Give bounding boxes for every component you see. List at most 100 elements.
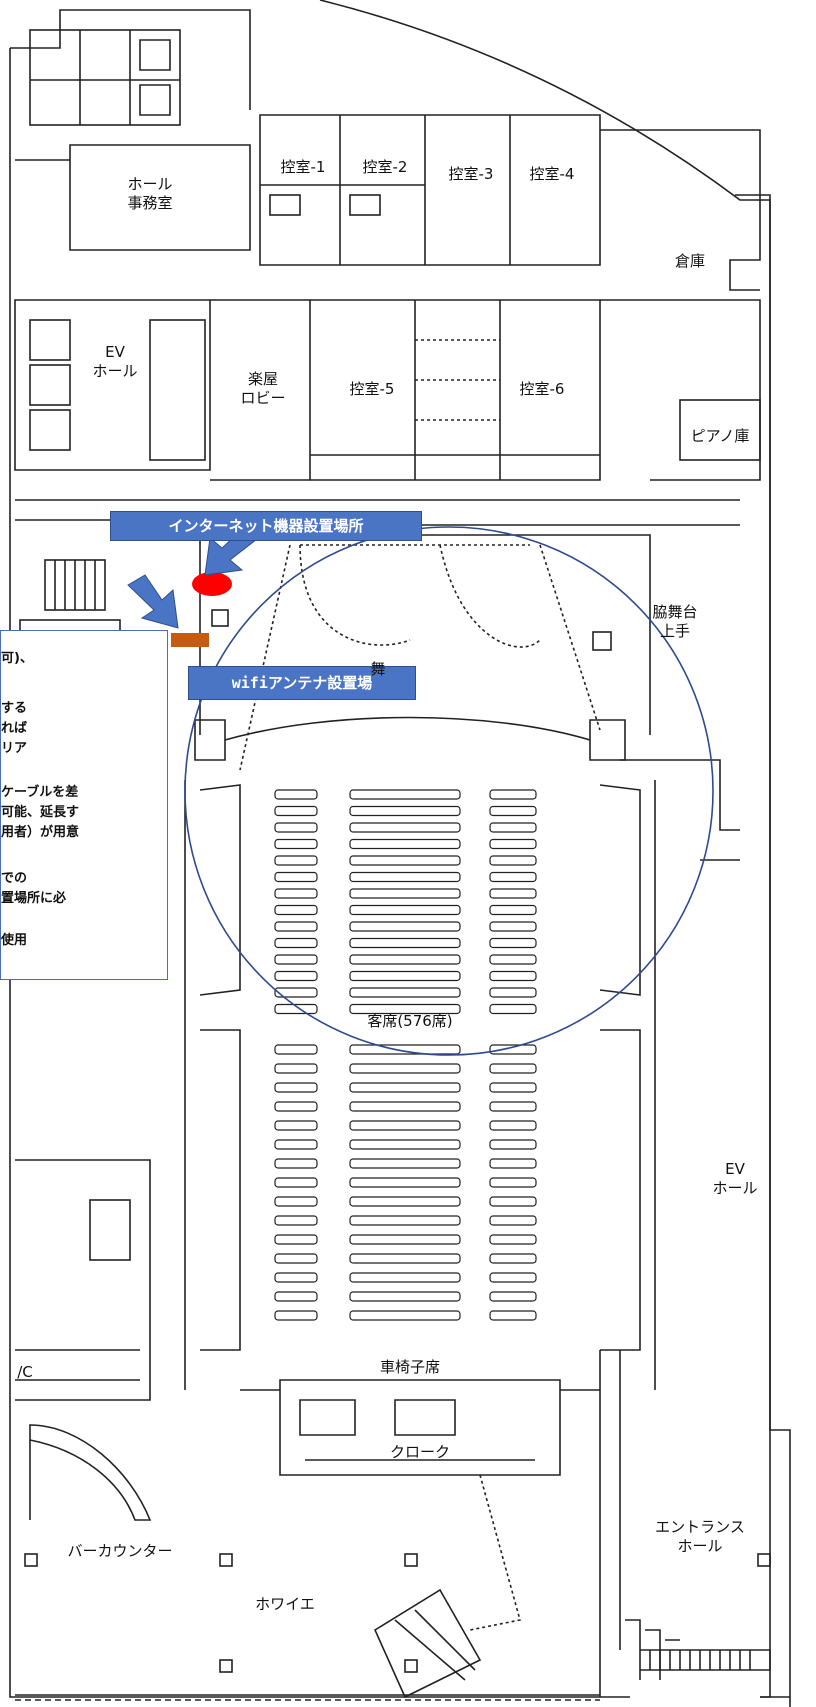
room-ev-hall-left: EV ホール xyxy=(92,343,138,380)
room-wc: /C xyxy=(17,1363,33,1381)
callout-line: 用者）が用意 xyxy=(1,825,80,840)
room-piano-storage: ピアノ庫 xyxy=(690,427,750,445)
seat-row xyxy=(274,1082,318,1093)
seat-row xyxy=(349,1177,461,1188)
seat-row xyxy=(489,1234,537,1245)
seat-row xyxy=(349,954,461,965)
room-hikae-2: 控室-2 xyxy=(362,158,408,176)
seat-row xyxy=(274,789,318,800)
room-wheelchair-seats: 車椅子席 xyxy=(379,1358,440,1376)
wifi-coverage-circle xyxy=(184,526,714,1056)
seat-row xyxy=(489,921,537,932)
internet-device-location-label: インターネット機器設置場所 xyxy=(110,511,422,541)
seat-row xyxy=(274,805,318,817)
seat-row xyxy=(349,904,461,916)
seat-row xyxy=(274,1003,318,1015)
seat-row xyxy=(489,1044,537,1055)
seat-row xyxy=(274,1177,318,1188)
seat-row xyxy=(274,888,318,899)
internet-device-marker xyxy=(192,572,232,596)
seat-row xyxy=(274,987,318,998)
seat-row xyxy=(349,1310,461,1321)
seat-row xyxy=(349,822,461,833)
seat-row xyxy=(274,822,318,833)
room-hikae-5: 控室-5 xyxy=(349,380,395,398)
seat-row xyxy=(274,1158,318,1169)
seat-row xyxy=(274,1196,318,1207)
seat-row xyxy=(349,888,461,899)
seat-row xyxy=(489,904,537,916)
room-gakuya-lobby: 楽屋 ロビー xyxy=(240,370,286,407)
room-cloak: クローク xyxy=(389,1443,450,1461)
seat-row xyxy=(489,1253,537,1264)
seat-row xyxy=(349,921,461,932)
seat-row xyxy=(489,1063,537,1074)
seat-row xyxy=(274,954,318,965)
seat-row xyxy=(349,838,461,850)
seat-row xyxy=(489,1177,537,1188)
seat-row xyxy=(489,1310,537,1321)
seat-row xyxy=(274,1215,318,1226)
seat-row xyxy=(349,1291,461,1302)
room-storage: 倉庫 xyxy=(674,252,705,270)
callout-line: 可能、延長す xyxy=(1,805,80,820)
callout-line: 使用 xyxy=(1,933,28,948)
seat-row xyxy=(349,987,461,998)
seat-row xyxy=(349,1139,461,1150)
seat-row xyxy=(274,1253,318,1264)
seat-row xyxy=(489,888,537,899)
seat-row xyxy=(489,1215,537,1226)
seat-row xyxy=(274,970,318,982)
seat-row xyxy=(349,1120,461,1131)
seat-row xyxy=(349,1063,461,1074)
seat-row xyxy=(274,1291,318,1302)
seat-row xyxy=(489,1291,537,1302)
seat-row xyxy=(274,1120,318,1131)
seat-row xyxy=(274,904,318,916)
seat-row xyxy=(349,1234,461,1245)
seat-row xyxy=(274,1044,318,1055)
callout-line: での xyxy=(1,871,28,886)
seat-row xyxy=(274,1272,318,1283)
seat-row xyxy=(349,1003,461,1015)
seat-row xyxy=(349,1253,461,1264)
seat-row xyxy=(349,871,461,883)
callout-line: れば xyxy=(1,721,28,736)
seat-row xyxy=(274,1139,318,1150)
callout-line: 置場所に必 xyxy=(1,891,67,906)
seat-row xyxy=(349,1082,461,1093)
room-hikae-3: 控室-3 xyxy=(448,165,494,183)
seat-row xyxy=(349,855,461,866)
room-entrance-hall: エントランス ホール xyxy=(655,1518,745,1555)
callout-text-box: 可)、するればリアケーブルを差可能、延長す用者）が用意での置場所に必使用 xyxy=(0,630,168,980)
seat-row xyxy=(489,1196,537,1207)
room-hall-office: ホール 事務室 xyxy=(127,175,173,212)
seat-row xyxy=(489,937,537,949)
seat-row xyxy=(489,954,537,965)
seat-row xyxy=(349,1215,461,1226)
callout-line: リア xyxy=(1,741,28,756)
seat-row xyxy=(274,1310,318,1321)
seat-row xyxy=(349,805,461,817)
seat-row xyxy=(489,1101,537,1112)
room-foyer: ホワイエ xyxy=(255,1595,315,1613)
seat-row xyxy=(349,937,461,949)
seat-row xyxy=(274,838,318,850)
seat-row xyxy=(489,987,537,998)
wifi-antenna-location-label: wifiアンテナ設置場 xyxy=(188,666,416,700)
seat-row xyxy=(274,1234,318,1245)
seat-row xyxy=(489,1272,537,1283)
seat-row xyxy=(489,970,537,982)
callout-line: する xyxy=(1,701,28,716)
room-wakibutai: 脇舞台 上手 xyxy=(652,603,698,640)
room-hikae-4: 控室-4 xyxy=(529,165,575,183)
seat-row xyxy=(349,1044,461,1055)
seat-row xyxy=(274,871,318,883)
room-bar-counter: バーカウンター xyxy=(67,1542,173,1560)
seat-row xyxy=(489,838,537,850)
seat-row xyxy=(489,1139,537,1150)
seat-row xyxy=(349,970,461,982)
seat-row xyxy=(489,871,537,883)
seat-row xyxy=(274,1101,318,1112)
room-hikae-1: 控室-1 xyxy=(280,158,326,176)
